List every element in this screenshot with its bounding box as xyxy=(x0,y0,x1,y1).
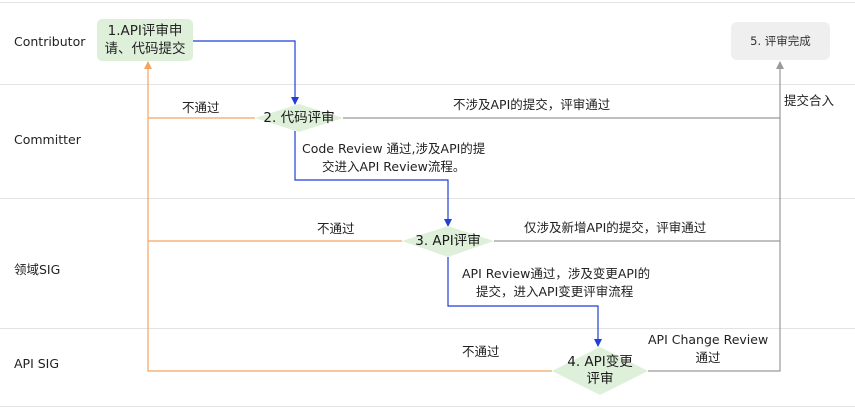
decision-label-api-change-review-line2: 评审 xyxy=(586,371,614,387)
edge-label-reject-committer: 不通过 xyxy=(182,100,220,115)
decision-label-api-change-review: 4. API变更 评审 xyxy=(548,352,652,390)
lane-label-api-sig: API SIG xyxy=(14,356,60,371)
edge-label-reject-api: 不通过 xyxy=(462,344,500,359)
node-api-review-request-line1: 1.API评审申 xyxy=(107,23,183,39)
lane-divider xyxy=(0,84,855,85)
lane-divider xyxy=(0,328,855,329)
node-api-review-request-line2: 请、代码提交 xyxy=(104,41,186,57)
edge-label-to-change-review-line2: 提交，进入API变更评审流程 xyxy=(476,284,634,299)
flow-arrow-change-review-pass xyxy=(648,61,784,372)
edge-label-to-change-review-line1: API Review通过，涉及变更API的 xyxy=(462,266,651,281)
flow-arrow-api-review-to-change-review xyxy=(447,257,602,347)
edge-label-committer-pass: 不涉及API的提交，评审通过 xyxy=(453,97,611,112)
flow-arrow-reject-from-change-review xyxy=(144,61,552,372)
edge-label-api-change-pass-line2: 通过 xyxy=(695,350,721,365)
decision-diamond-api-change-review xyxy=(552,347,648,395)
lane-label-contributor: Contributor xyxy=(14,34,86,49)
edge-label-api-change-pass: API Change Review 通过 xyxy=(648,331,768,367)
decision-diamond-api-review xyxy=(402,226,494,257)
node-review-complete-label: 5. 评审完成 xyxy=(750,34,811,48)
lane-divider xyxy=(0,406,855,407)
decision-label-code-review: 2. 代码评审 xyxy=(263,109,335,126)
edge-label-to-api-review-line1: Code Review 通过,涉及API的提 xyxy=(302,141,486,156)
edge-label-domain-pass: 仅涉及新增API的提交，评审通过 xyxy=(524,220,707,235)
node-api-review-request: 1.API评审申 请、代码提交 xyxy=(97,19,193,61)
node-review-complete: 5. 评审完成 xyxy=(731,22,830,60)
edge-label-merge: 提交合入 xyxy=(784,93,835,108)
decision-diamond-code-review xyxy=(255,104,343,132)
lane-divider xyxy=(0,2,855,3)
flow-arrow-code-review-to-api-review xyxy=(294,131,452,227)
flow-arrow-submit-to-code-review xyxy=(193,40,299,105)
decision-label-api-review: 3. API评审 xyxy=(415,232,481,249)
decision-label-api-change-review-line1: 4. API变更 xyxy=(567,354,633,370)
edge-label-to-api-review-line2: 交进入API Review流程。 xyxy=(322,159,466,174)
lane-divider xyxy=(0,198,855,199)
edge-label-api-change-pass-line1: API Change Review xyxy=(648,332,769,347)
edge-label-reject-domain: 不通过 xyxy=(317,221,355,236)
lane-label-domain-sig: 领域SIG xyxy=(14,262,61,277)
edge-label-to-api-review: Code Review 通过,涉及API的提 交进入API Review流程。 xyxy=(302,140,485,176)
lane-label-committer: Committer xyxy=(14,132,81,147)
edge-label-to-change-review: API Review通过，涉及变更API的 提交，进入API变更评审流程 xyxy=(462,265,650,301)
